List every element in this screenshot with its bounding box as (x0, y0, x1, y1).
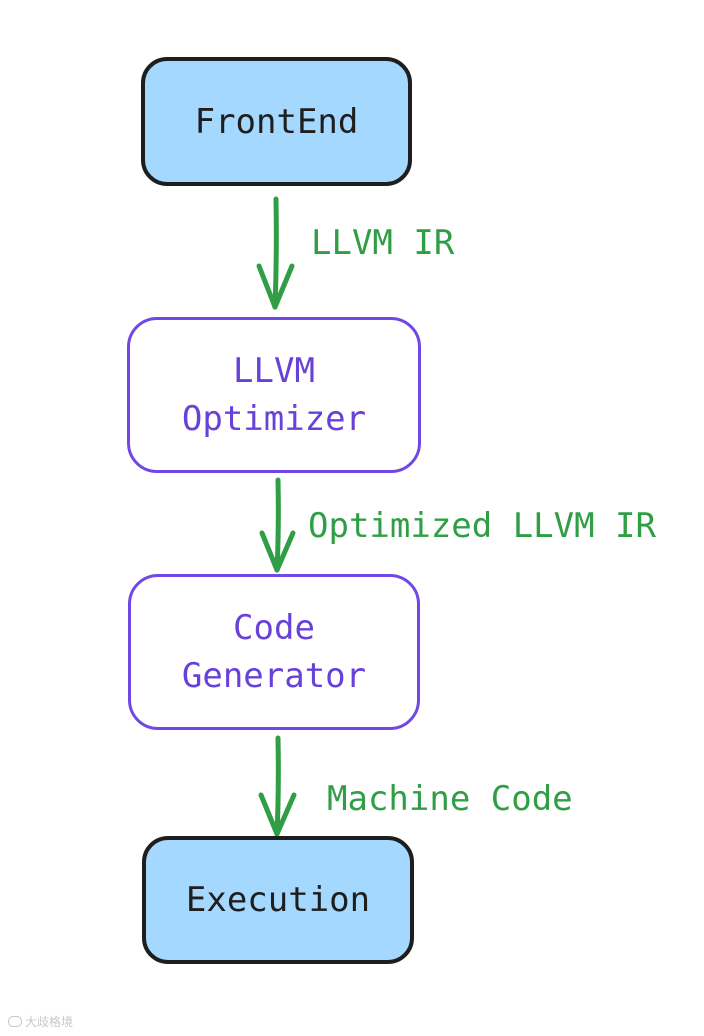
code-generator-label-line2: Generator (181, 656, 367, 696)
arrow-frontend-to-optimizer (256, 196, 295, 310)
llvm-optimizer-label-line1: LLVM (233, 351, 315, 391)
watermark-text: 大歧格境 (25, 1015, 74, 1029)
code-generator-label-line1: Code (233, 608, 315, 648)
execution-node[interactable]: Execution (142, 836, 414, 964)
arrow-optimizer-to-codegen (259, 477, 296, 573)
edge-label-llvm-ir: LLVM IR (311, 223, 455, 263)
arrow-codegen-to-execution (258, 735, 297, 837)
watermark: 大歧格境 (8, 1013, 73, 1030)
frontend-label: FrontEnd (194, 101, 359, 142)
llvm-optimizer-label-line2: Optimizer (181, 399, 367, 439)
execution-label: Execution (185, 880, 371, 920)
edge-label-machine-code: Machine Code (327, 779, 573, 819)
watermark-logo-icon (8, 1016, 22, 1027)
frontend-node[interactable]: FrontEnd (141, 57, 412, 186)
llvm-optimizer-node[interactable]: LLVM Optimizer (127, 317, 421, 473)
code-generator-node[interactable]: Code Generator (128, 574, 420, 730)
edge-label-optimized-llvm-ir: Optimized LLVM IR (308, 506, 656, 546)
